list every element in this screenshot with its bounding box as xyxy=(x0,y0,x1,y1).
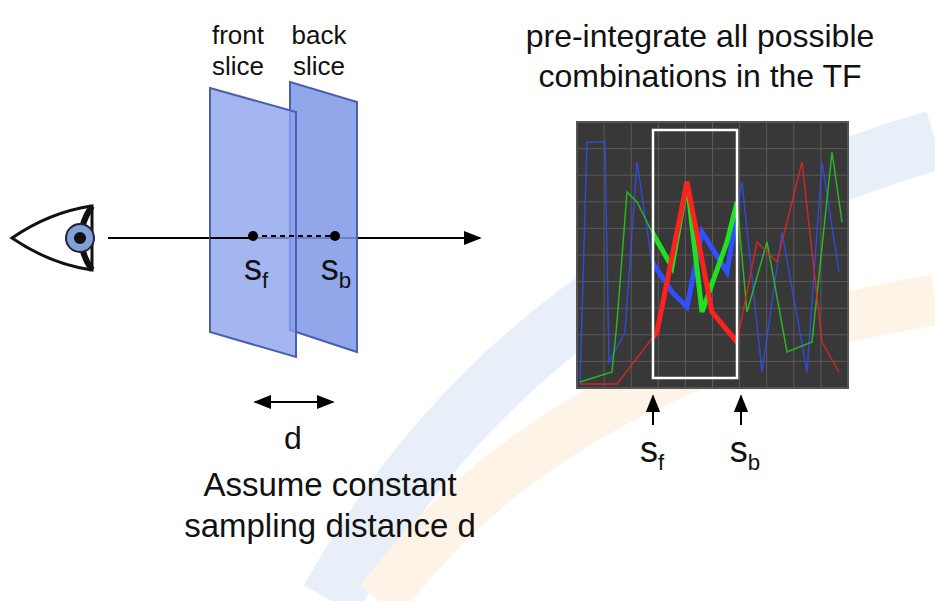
front-slice-plane xyxy=(210,88,296,357)
transfer-function-chart xyxy=(577,122,848,388)
slice-label: front slice xyxy=(192,20,284,82)
pointer-arrow xyxy=(652,396,654,425)
slice: front slice sf xyxy=(185,20,291,320)
sample-point xyxy=(330,231,340,241)
slice: back slice sb xyxy=(272,20,366,320)
note: Assume constant sampling distance d xyxy=(160,464,500,547)
sample-point xyxy=(248,231,258,241)
sample-segment xyxy=(253,235,335,237)
sample-symbol: sb xyxy=(321,250,351,292)
chart-title: pre-integrate all possible combinations … xyxy=(480,16,920,96)
slice-label: back slice xyxy=(273,20,365,82)
pointer-arrow xyxy=(740,396,742,425)
back-slice-plane xyxy=(290,82,357,352)
selection-window xyxy=(653,130,737,378)
sample-symbol: sf xyxy=(244,250,268,292)
distance-label: d xyxy=(268,418,318,458)
sample-symbol: sf xyxy=(640,432,664,474)
distance-arrow xyxy=(255,401,333,403)
sample-symbol: sb xyxy=(730,432,760,474)
eye-symbol xyxy=(12,206,94,270)
view-ray xyxy=(210,237,253,239)
